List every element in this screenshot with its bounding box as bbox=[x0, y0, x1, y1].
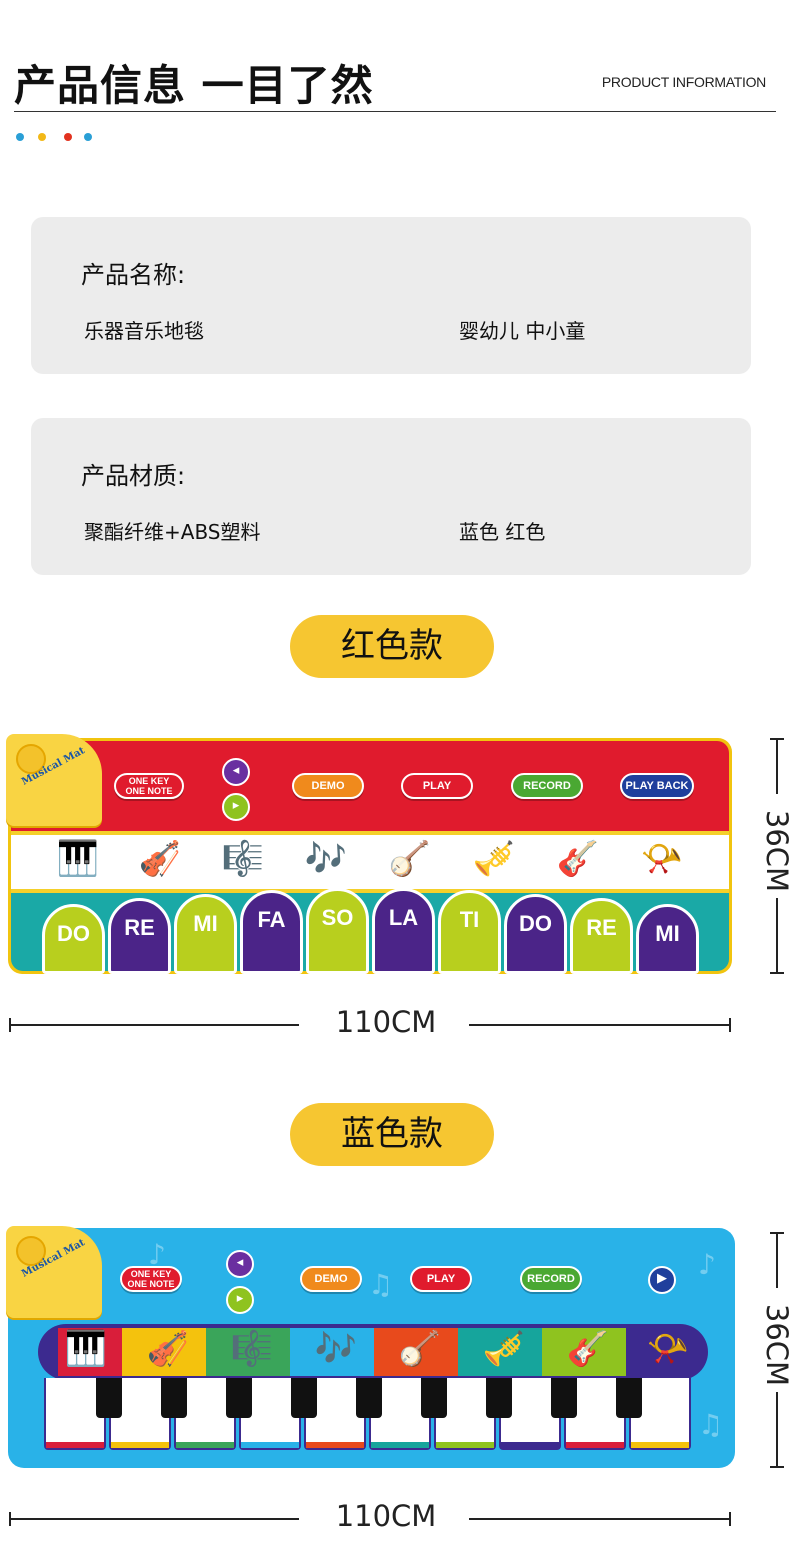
red-width-dimension bbox=[9, 1018, 731, 1032]
red-variant-pill: 红色款 bbox=[290, 615, 494, 678]
product-color-value: 蓝色 红色 bbox=[459, 520, 546, 544]
music-note-icon: ♪ bbox=[698, 1248, 716, 1281]
page-subtitle: PRODUCT INFORMATION bbox=[601, 74, 766, 90]
one-key-one-note-button[interactable]: ONE KEY ONE NOTE bbox=[120, 1266, 182, 1292]
play-button[interactable]: PLAY bbox=[410, 1266, 472, 1292]
black-key[interactable] bbox=[291, 1378, 317, 1418]
volume-up-icon[interactable]: ▸ bbox=[222, 793, 250, 821]
trumpet-icon[interactable]: 🎺 bbox=[482, 1329, 526, 1369]
demo-button[interactable]: DEMO bbox=[292, 773, 364, 799]
key-do[interactable]: DO bbox=[42, 904, 105, 974]
trumpet-icon[interactable]: 🎺 bbox=[472, 839, 516, 879]
organ-icon[interactable]: 🎼 bbox=[230, 1329, 274, 1369]
gramophone-icon[interactable]: 📯 bbox=[646, 1329, 690, 1369]
dot bbox=[64, 133, 72, 141]
key-ti[interactable]: TI bbox=[438, 890, 501, 974]
music-note-icon: ♪ bbox=[148, 1238, 166, 1271]
speaker-icon bbox=[16, 744, 46, 774]
keyboard-icon[interactable]: 🎹 bbox=[56, 839, 100, 879]
musical-mat-badge: Musical Mat bbox=[6, 1226, 102, 1318]
dot bbox=[38, 133, 46, 141]
black-key[interactable] bbox=[486, 1378, 512, 1418]
black-key[interactable] bbox=[96, 1378, 122, 1418]
record-button[interactable]: RECORD bbox=[520, 1266, 582, 1292]
mandolin-icon[interactable]: 🪕 bbox=[388, 839, 432, 879]
blue-height-label: 36CM bbox=[760, 1303, 790, 1387]
key-mi-high[interactable]: MI bbox=[636, 904, 699, 974]
piano-icon[interactable]: 🎹 bbox=[64, 1329, 108, 1369]
blue-variant-pill: 蓝色款 bbox=[290, 1103, 494, 1166]
dot bbox=[16, 133, 24, 141]
product-material-card: 产品材质: 聚酯纤维+ABS塑料 蓝色 红色 bbox=[31, 418, 751, 575]
product-age-value: 婴幼儿 中小童 bbox=[459, 319, 586, 343]
dot bbox=[84, 133, 92, 141]
black-key[interactable] bbox=[226, 1378, 252, 1418]
header-divider bbox=[14, 111, 776, 112]
volume-down-icon[interactable]: ◂ bbox=[226, 1250, 254, 1278]
organ-icon[interactable]: 🎼 bbox=[221, 839, 265, 879]
volume-down-icon[interactable]: ◂ bbox=[222, 758, 250, 786]
key-la[interactable]: LA bbox=[372, 888, 435, 974]
key-mi[interactable]: MI bbox=[174, 894, 237, 974]
product-material-value: 聚酯纤维+ABS塑料 bbox=[84, 520, 261, 544]
musical-mat-badge: Musical Mat bbox=[6, 734, 102, 826]
one-key-one-note-button[interactable]: ONE KEY ONE NOTE bbox=[114, 773, 184, 799]
blue-music-mat: ♪ ♫ ♪ ♫ ONE KEY ONE NOTE ◂ ▸ DEMO PLAY R… bbox=[8, 1228, 735, 1468]
red-height-dimension bbox=[770, 738, 784, 974]
play-back-icon[interactable]: ▶ bbox=[648, 1266, 676, 1294]
product-name-label: 产品名称: bbox=[81, 261, 186, 289]
key-re[interactable]: RE bbox=[108, 898, 171, 974]
key-fa[interactable]: FA bbox=[240, 890, 303, 974]
red-mat-instrument-strip bbox=[11, 831, 729, 893]
page-title: 产品信息 一目了然 bbox=[14, 61, 374, 110]
violin-icon[interactable]: 🎻 bbox=[138, 839, 182, 879]
key-so[interactable]: SO bbox=[306, 888, 369, 974]
mandolin-icon[interactable]: 🪕 bbox=[398, 1329, 442, 1369]
volume-up-icon[interactable]: ▸ bbox=[226, 1286, 254, 1314]
red-width-label: 110CM bbox=[335, 1005, 437, 1039]
blue-width-dimension bbox=[9, 1512, 731, 1526]
red-music-mat: ONE KEY ONE NOTE ◂ ▸ DEMO PLAY RECORD PL… bbox=[8, 738, 732, 974]
xylophone-icon[interactable]: 🎶 bbox=[304, 839, 348, 879]
red-height-label: 36CM bbox=[760, 809, 790, 893]
product-material-label: 产品材质: bbox=[81, 462, 186, 490]
black-key[interactable] bbox=[356, 1378, 382, 1418]
blue-width-label: 110CM bbox=[335, 1499, 437, 1533]
music-note-icon: ♫ bbox=[698, 1408, 724, 1441]
blue-height-dimension bbox=[770, 1232, 784, 1468]
record-button[interactable]: RECORD bbox=[511, 773, 583, 799]
demo-button[interactable]: DEMO bbox=[300, 1266, 362, 1292]
gramophone-icon[interactable]: 📯 bbox=[640, 839, 684, 879]
black-key[interactable] bbox=[616, 1378, 642, 1418]
black-key[interactable] bbox=[421, 1378, 447, 1418]
xylophone-icon[interactable]: 🎶 bbox=[314, 1329, 358, 1369]
electric-guitar-icon[interactable]: 🎸 bbox=[556, 839, 600, 879]
blue-mat-instrument-strip bbox=[38, 1324, 708, 1380]
speaker-icon bbox=[16, 1236, 46, 1266]
white-key[interactable] bbox=[44, 1378, 106, 1450]
guitar-icon[interactable]: 🎸 bbox=[566, 1329, 610, 1369]
product-name-value: 乐器音乐地毯 bbox=[84, 319, 204, 343]
music-note-icon: ♫ bbox=[368, 1268, 394, 1301]
black-key[interactable] bbox=[551, 1378, 577, 1418]
black-key[interactable] bbox=[161, 1378, 187, 1418]
product-name-card: 产品名称: 乐器音乐地毯 婴幼儿 中小童 bbox=[31, 217, 751, 374]
play-back-button[interactable]: PLAY BACK bbox=[620, 773, 694, 799]
violin-icon[interactable]: 🎻 bbox=[146, 1329, 190, 1369]
play-button[interactable]: PLAY bbox=[401, 773, 473, 799]
key-re-high[interactable]: RE bbox=[570, 898, 633, 974]
key-do-high[interactable]: DO bbox=[504, 894, 567, 974]
